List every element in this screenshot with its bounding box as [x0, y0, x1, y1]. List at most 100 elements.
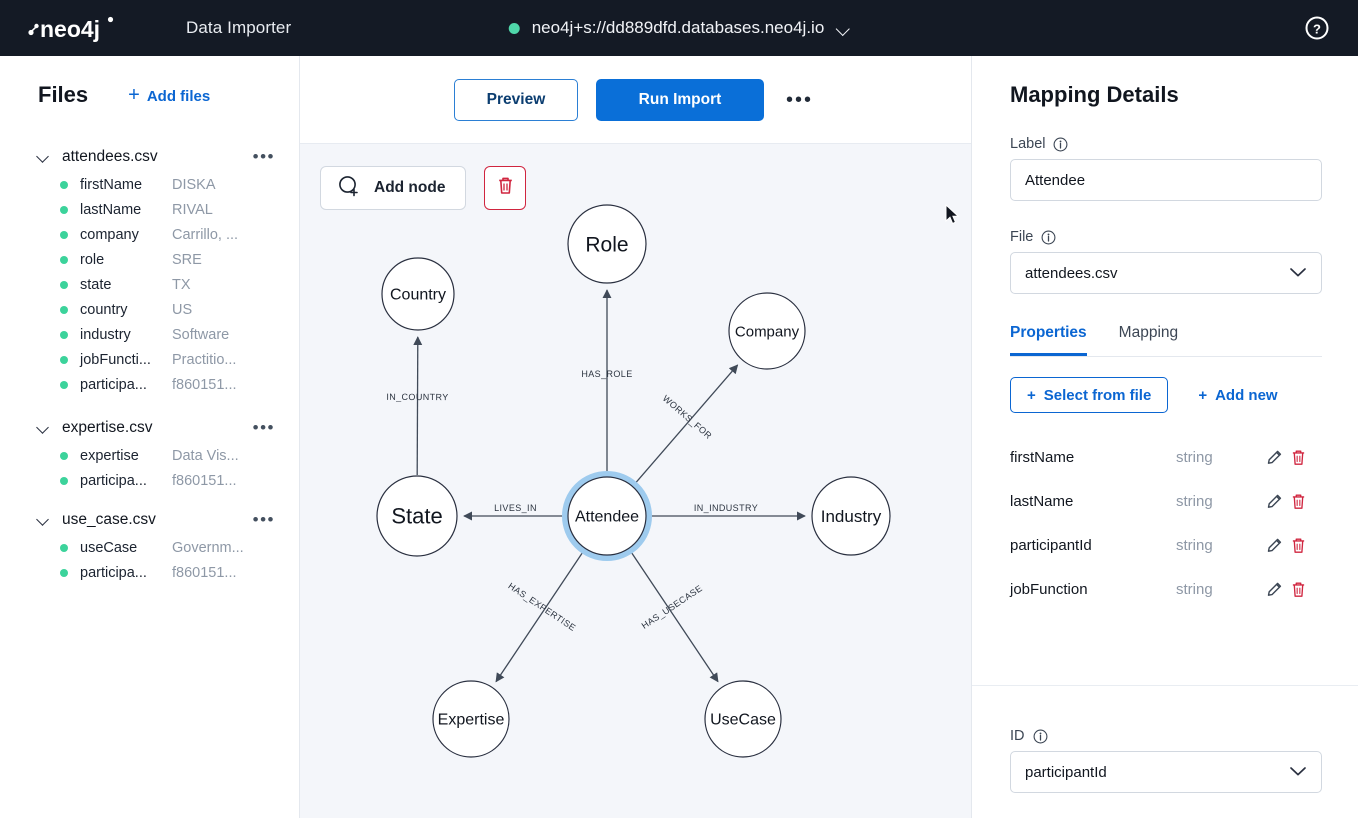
field-status-dot: [60, 568, 68, 577]
field-status-dot: [60, 543, 68, 552]
chevron-down-icon[interactable]: [36, 513, 50, 527]
field-sample-value: US: [172, 301, 193, 318]
property-name: jobFunction: [1010, 580, 1088, 598]
node-circle[interactable]: [567, 204, 647, 284]
label-field-text: Label: [1010, 136, 1046, 152]
svg-text:?: ?: [1313, 22, 1321, 37]
graph-node-expertise[interactable]: Expertise: [432, 680, 510, 758]
id-select[interactable]: participantId: [1010, 751, 1322, 793]
select-from-file-label: Select from file: [1043, 386, 1152, 404]
relationship-label: IN_INDUSTRY: [694, 503, 758, 513]
relationship-line[interactable]: [413, 336, 423, 476]
field-sample-value: f860151...: [172, 376, 237, 393]
node-circle[interactable]: [811, 476, 891, 556]
graph-node-company[interactable]: Company: [728, 292, 806, 370]
plus-icon: +: [1027, 386, 1036, 404]
select-from-file-button[interactable]: + Select from file: [1010, 377, 1169, 413]
chevron-down-icon[interactable]: [36, 150, 50, 164]
add-node-button[interactable]: Add node: [320, 166, 467, 210]
property-name: lastName: [1010, 492, 1074, 510]
preview-button[interactable]: Preview: [453, 78, 578, 121]
file-field-row[interactable]: participa...f860151...: [0, 372, 299, 397]
trash-icon: [496, 175, 515, 201]
pencil-icon[interactable]: [1262, 580, 1286, 599]
node-circle[interactable]: [381, 257, 455, 331]
graph-node-industry[interactable]: Industry: [811, 476, 891, 556]
more-options-button[interactable]: •••: [785, 88, 813, 111]
relationship-label: LIVES_IN: [494, 503, 537, 513]
relationship-line[interactable]: [632, 364, 739, 487]
pencil-icon[interactable]: [1262, 536, 1286, 555]
graph-node-role[interactable]: Role: [567, 204, 647, 284]
field-status-dot: [60, 230, 68, 239]
file-menu-button[interactable]: •••: [252, 418, 275, 437]
tab-mapping[interactable]: Mapping: [1118, 324, 1179, 341]
add-new-property-button[interactable]: + Add new: [1198, 387, 1277, 404]
info-icon[interactable]: [1041, 230, 1056, 245]
delete-node-button[interactable]: [484, 166, 527, 210]
property-type: string: [1176, 492, 1213, 510]
graph-node-usecase[interactable]: UseCase: [704, 680, 782, 758]
relationship-line[interactable]: [495, 548, 586, 683]
property-type: string: [1176, 536, 1213, 554]
trash-icon[interactable]: [1286, 536, 1310, 555]
plus-icon: +: [1198, 386, 1208, 404]
file-select[interactable]: attendees.csv: [1010, 252, 1322, 294]
graph-node-state[interactable]: State: [376, 475, 458, 557]
trash-icon[interactable]: [1286, 580, 1310, 599]
file-field-row[interactable]: jobFuncti...Practitio...: [0, 347, 299, 372]
file-header[interactable]: use_case.csv•••: [0, 505, 299, 535]
info-icon[interactable]: [1033, 729, 1048, 744]
graph-node-attendee[interactable]: Attendee: [562, 471, 652, 561]
connection-uri: neo4j+s://dd889dfd.databases.neo4j.io: [531, 18, 825, 37]
editor-toolbar: Preview Run Import •••: [300, 56, 971, 143]
file-field-row[interactable]: participa...f860151...: [0, 560, 299, 585]
add-new-label: Add new: [1215, 386, 1278, 404]
label-field-label: Label: [1010, 136, 1322, 152]
chevron-down-icon[interactable]: [36, 421, 50, 435]
property-name: firstName: [1010, 448, 1075, 466]
connection-selector[interactable]: neo4j+s://dd889dfd.databases.neo4j.io: [508, 18, 850, 38]
info-icon[interactable]: [1053, 137, 1068, 152]
node-label: Role: [585, 233, 628, 256]
node-label: Industry: [821, 507, 882, 526]
field-sample-value: Governm...: [172, 539, 244, 556]
node-circle[interactable]: [432, 680, 510, 758]
relationship-line[interactable]: [628, 548, 719, 683]
file-header[interactable]: expertise.csv•••: [0, 413, 299, 443]
node-circle[interactable]: [728, 292, 806, 370]
label-input[interactable]: Attendee: [1010, 159, 1322, 201]
id-field-text: ID: [1010, 728, 1025, 744]
node-circle[interactable]: [704, 680, 782, 758]
pencil-icon[interactable]: [1262, 492, 1286, 511]
file-header[interactable]: attendees.csv•••: [0, 142, 299, 172]
file-menu-button[interactable]: •••: [252, 510, 275, 529]
trash-icon[interactable]: [1286, 448, 1310, 467]
node-circle[interactable]: [567, 476, 647, 556]
node-circle[interactable]: [376, 475, 458, 557]
graph-node-country[interactable]: Country: [381, 257, 455, 331]
tab-properties[interactable]: Properties: [1010, 324, 1087, 356]
help-circle-icon[interactable]: ?: [1304, 15, 1330, 41]
trash-icon[interactable]: [1286, 492, 1310, 511]
run-import-button[interactable]: Run Import: [595, 78, 764, 121]
id-field-label: ID: [1010, 728, 1322, 744]
file-field-row[interactable]: participa...f860151...: [0, 468, 299, 493]
pencil-icon[interactable]: [1262, 448, 1286, 467]
add-files-button[interactable]: + Add files: [128, 85, 210, 106]
file-menu-button[interactable]: •••: [252, 147, 275, 166]
